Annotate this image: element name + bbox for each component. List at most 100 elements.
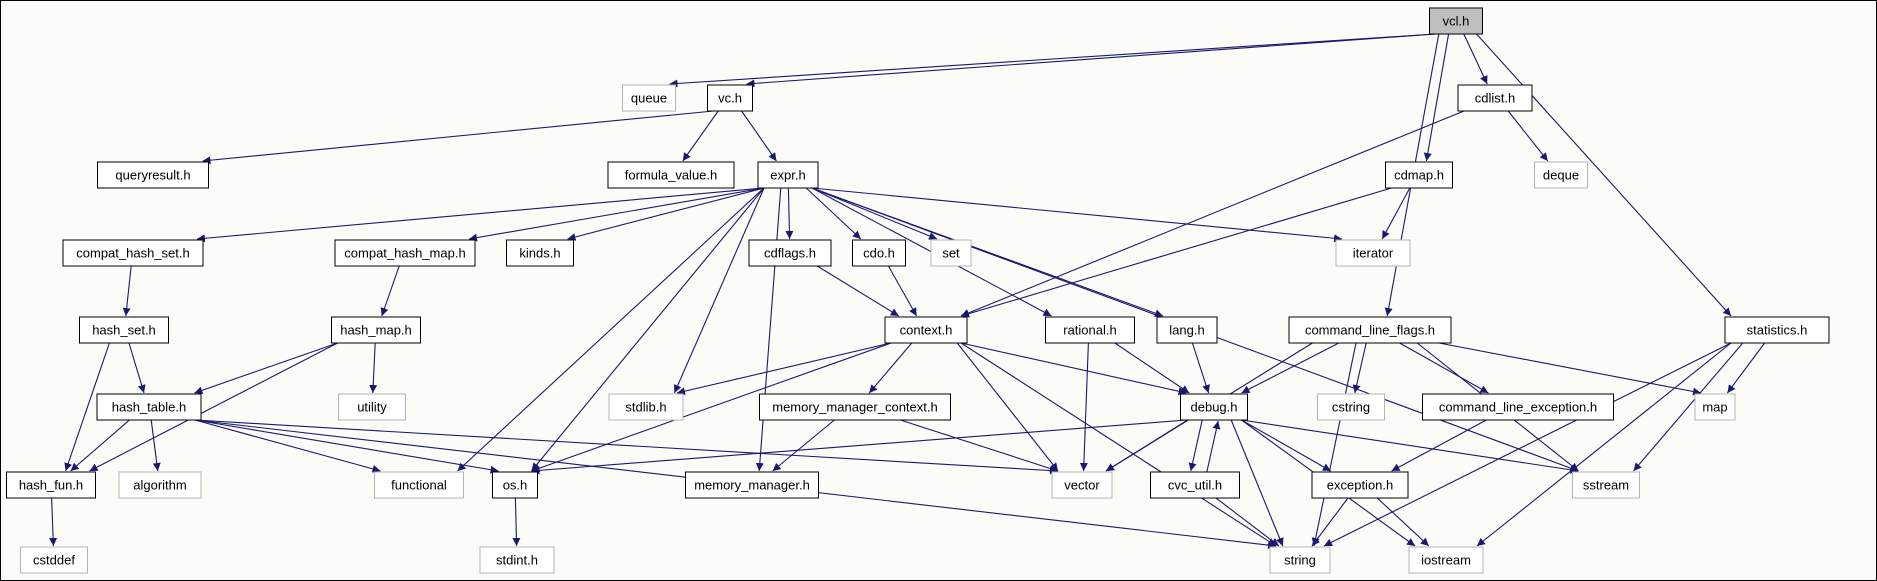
- node-box: [622, 84, 676, 112]
- node-cdflags-h[interactable]: cdflags.h: [748, 239, 832, 267]
- edge-expr-h-to-compat-hash-set-h: [196, 187, 765, 243]
- node-label: context.h: [900, 323, 953, 338]
- node-label: kinds.h: [519, 246, 560, 261]
- edge-memory-manager-context-h-to-memory-manager-h: [772, 419, 835, 472]
- node-cdlist-h[interactable]: cdlist.h: [1457, 84, 1533, 112]
- node-context-h[interactable]: context.h: [884, 316, 968, 344]
- node-label: cstddef: [33, 553, 75, 568]
- node-label: expr.h: [770, 168, 805, 183]
- node-memory-manager-context-h[interactable]: memory_manager_context.h: [759, 393, 951, 421]
- node-label: functional: [391, 478, 447, 493]
- node-label: hash_set.h: [92, 323, 156, 338]
- edge-expr-h-to-compat-hash-map-h: [468, 187, 765, 242]
- edge-expr-h-to-set: [811, 187, 938, 240]
- edge-rational-h-to-debug-h: [1114, 342, 1190, 394]
- node-label: hash_fun.h: [19, 478, 83, 493]
- node-box: [1335, 239, 1411, 267]
- node-label: cdmap.h: [1394, 168, 1444, 183]
- edge-debug-h-to-exception-h: [1241, 419, 1332, 472]
- node-set: set: [930, 239, 972, 267]
- node-box: [1269, 546, 1331, 574]
- node-label: cstring: [1332, 400, 1370, 415]
- edge-hash-set-h-to-hash-table-h: [128, 342, 146, 394]
- node-string: string: [1269, 546, 1331, 574]
- edge-cdmap-h-to-context-h: [960, 187, 1392, 318]
- node-box: [608, 393, 684, 421]
- node-debug-h[interactable]: debug.h: [1180, 393, 1248, 421]
- edge-debug-h-to-sstream: [1241, 419, 1579, 474]
- node-cdmap-h[interactable]: cdmap.h: [1385, 161, 1453, 189]
- node-box: [334, 239, 476, 267]
- node-box: [97, 161, 209, 189]
- edge-expr-h-to-functional: [457, 187, 765, 472]
- node-label: queryresult.h: [115, 168, 190, 183]
- node-label: cvc_util.h: [1168, 478, 1222, 493]
- edge-context-h-to-string: [960, 342, 1277, 547]
- node-compat-hash-set-h[interactable]: compat_hash_set.h: [62, 239, 204, 267]
- node-vc-h[interactable]: vc.h: [707, 84, 753, 112]
- node-expr-h[interactable]: expr.h: [757, 161, 819, 189]
- node-hash-set-h[interactable]: hash_set.h: [79, 316, 169, 344]
- node-cvc-util-h[interactable]: cvc_util.h: [1150, 471, 1240, 499]
- node-vcl-h: vcl.h: [1429, 7, 1483, 35]
- node-label: iostream: [1421, 553, 1471, 568]
- node-rational-h[interactable]: rational.h: [1045, 316, 1135, 344]
- edge-expr-h-to-kinds-h: [567, 187, 765, 241]
- edge-hash-map-h-to-hash-table-h: [194, 342, 338, 395]
- node-box: [1408, 546, 1484, 574]
- edge-statistics-h-to-iostream: [1476, 342, 1732, 547]
- nodes-layer: vcl.h queue vc.h cdlist.h queryresult.h formu…: [6, 7, 1830, 574]
- node-box: [1156, 316, 1218, 344]
- node-iostream: iostream: [1408, 546, 1484, 574]
- node-exception-h[interactable]: exception.h: [1311, 471, 1409, 499]
- edge-statistics-h-to-map: [1726, 342, 1766, 394]
- node-label: queue: [631, 91, 667, 106]
- node-lang-h[interactable]: lang.h: [1156, 316, 1218, 344]
- edge-expr-h-to-memory-manager-h: [755, 187, 782, 472]
- edge-vcl-h-to-statistics-h: [1476, 33, 1732, 317]
- node-box: [852, 239, 906, 267]
- node-box: [492, 471, 538, 499]
- node-cdo-h[interactable]: cdo.h: [852, 239, 906, 267]
- edge-cdlist-h-to-context-h: [960, 110, 1465, 317]
- node-box: [1180, 393, 1248, 421]
- node-hash-map-h[interactable]: hash_map.h: [331, 316, 421, 344]
- edge-debug-h-to-cvc-util-h: [1188, 419, 1203, 472]
- node-statistics-h[interactable]: statistics.h: [1724, 316, 1830, 344]
- node-label: stdlib.h: [625, 400, 666, 415]
- node-label: rational.h: [1063, 323, 1116, 338]
- node-os-h[interactable]: os.h: [492, 471, 538, 499]
- node-box: [96, 393, 202, 421]
- edge-context-h-to-stdlib-h: [676, 342, 892, 396]
- edge-hash-table-h-to-algorithm: [150, 419, 161, 472]
- node-command-line-flags-h[interactable]: command_line_flags.h: [1288, 316, 1452, 344]
- node-kinds-h[interactable]: kinds.h: [506, 239, 574, 267]
- node-box: [1534, 161, 1588, 189]
- node-compat-hash-map-h[interactable]: compat_hash_map.h: [334, 239, 476, 267]
- node-label: cdlist.h: [1475, 91, 1515, 106]
- node-label: cdo.h: [863, 246, 895, 261]
- node-box: [685, 471, 819, 499]
- node-label: compat_hash_map.h: [344, 246, 465, 261]
- node-box: [20, 546, 88, 574]
- node-queue: queue: [622, 84, 676, 112]
- node-hash-table-h[interactable]: hash_table.h: [96, 393, 202, 421]
- node-command-line-exception-h[interactable]: command_line_exception.h: [1422, 393, 1614, 421]
- node-hash-fun-h[interactable]: hash_fun.h: [6, 471, 96, 499]
- node-label: string: [1284, 553, 1316, 568]
- edge-command-line-flags-h-to-cstring: [1352, 342, 1367, 394]
- edge-expr-h-to-stdlib-h: [673, 187, 765, 394]
- node-queryresult-h[interactable]: queryresult.h: [97, 161, 209, 189]
- node-memory-manager-h[interactable]: memory_manager.h: [685, 471, 819, 499]
- edge-expr-h-to-cdo-h: [805, 187, 862, 240]
- node-box: [79, 316, 169, 344]
- node-label: memory_manager_context.h: [772, 400, 937, 415]
- edge-expr-h-to-os-h: [531, 187, 765, 472]
- node-deque: deque: [1534, 161, 1588, 189]
- edge-context-h-to-os-h: [531, 342, 892, 473]
- node-utility: utility: [338, 393, 406, 421]
- node-box: [6, 471, 96, 499]
- edge-compat-hash-set-h-to-hash-set-h: [122, 265, 132, 317]
- edge-vc-h-to-expr-h: [741, 110, 777, 162]
- node-formula-value-h[interactable]: formula_value.h: [607, 161, 735, 189]
